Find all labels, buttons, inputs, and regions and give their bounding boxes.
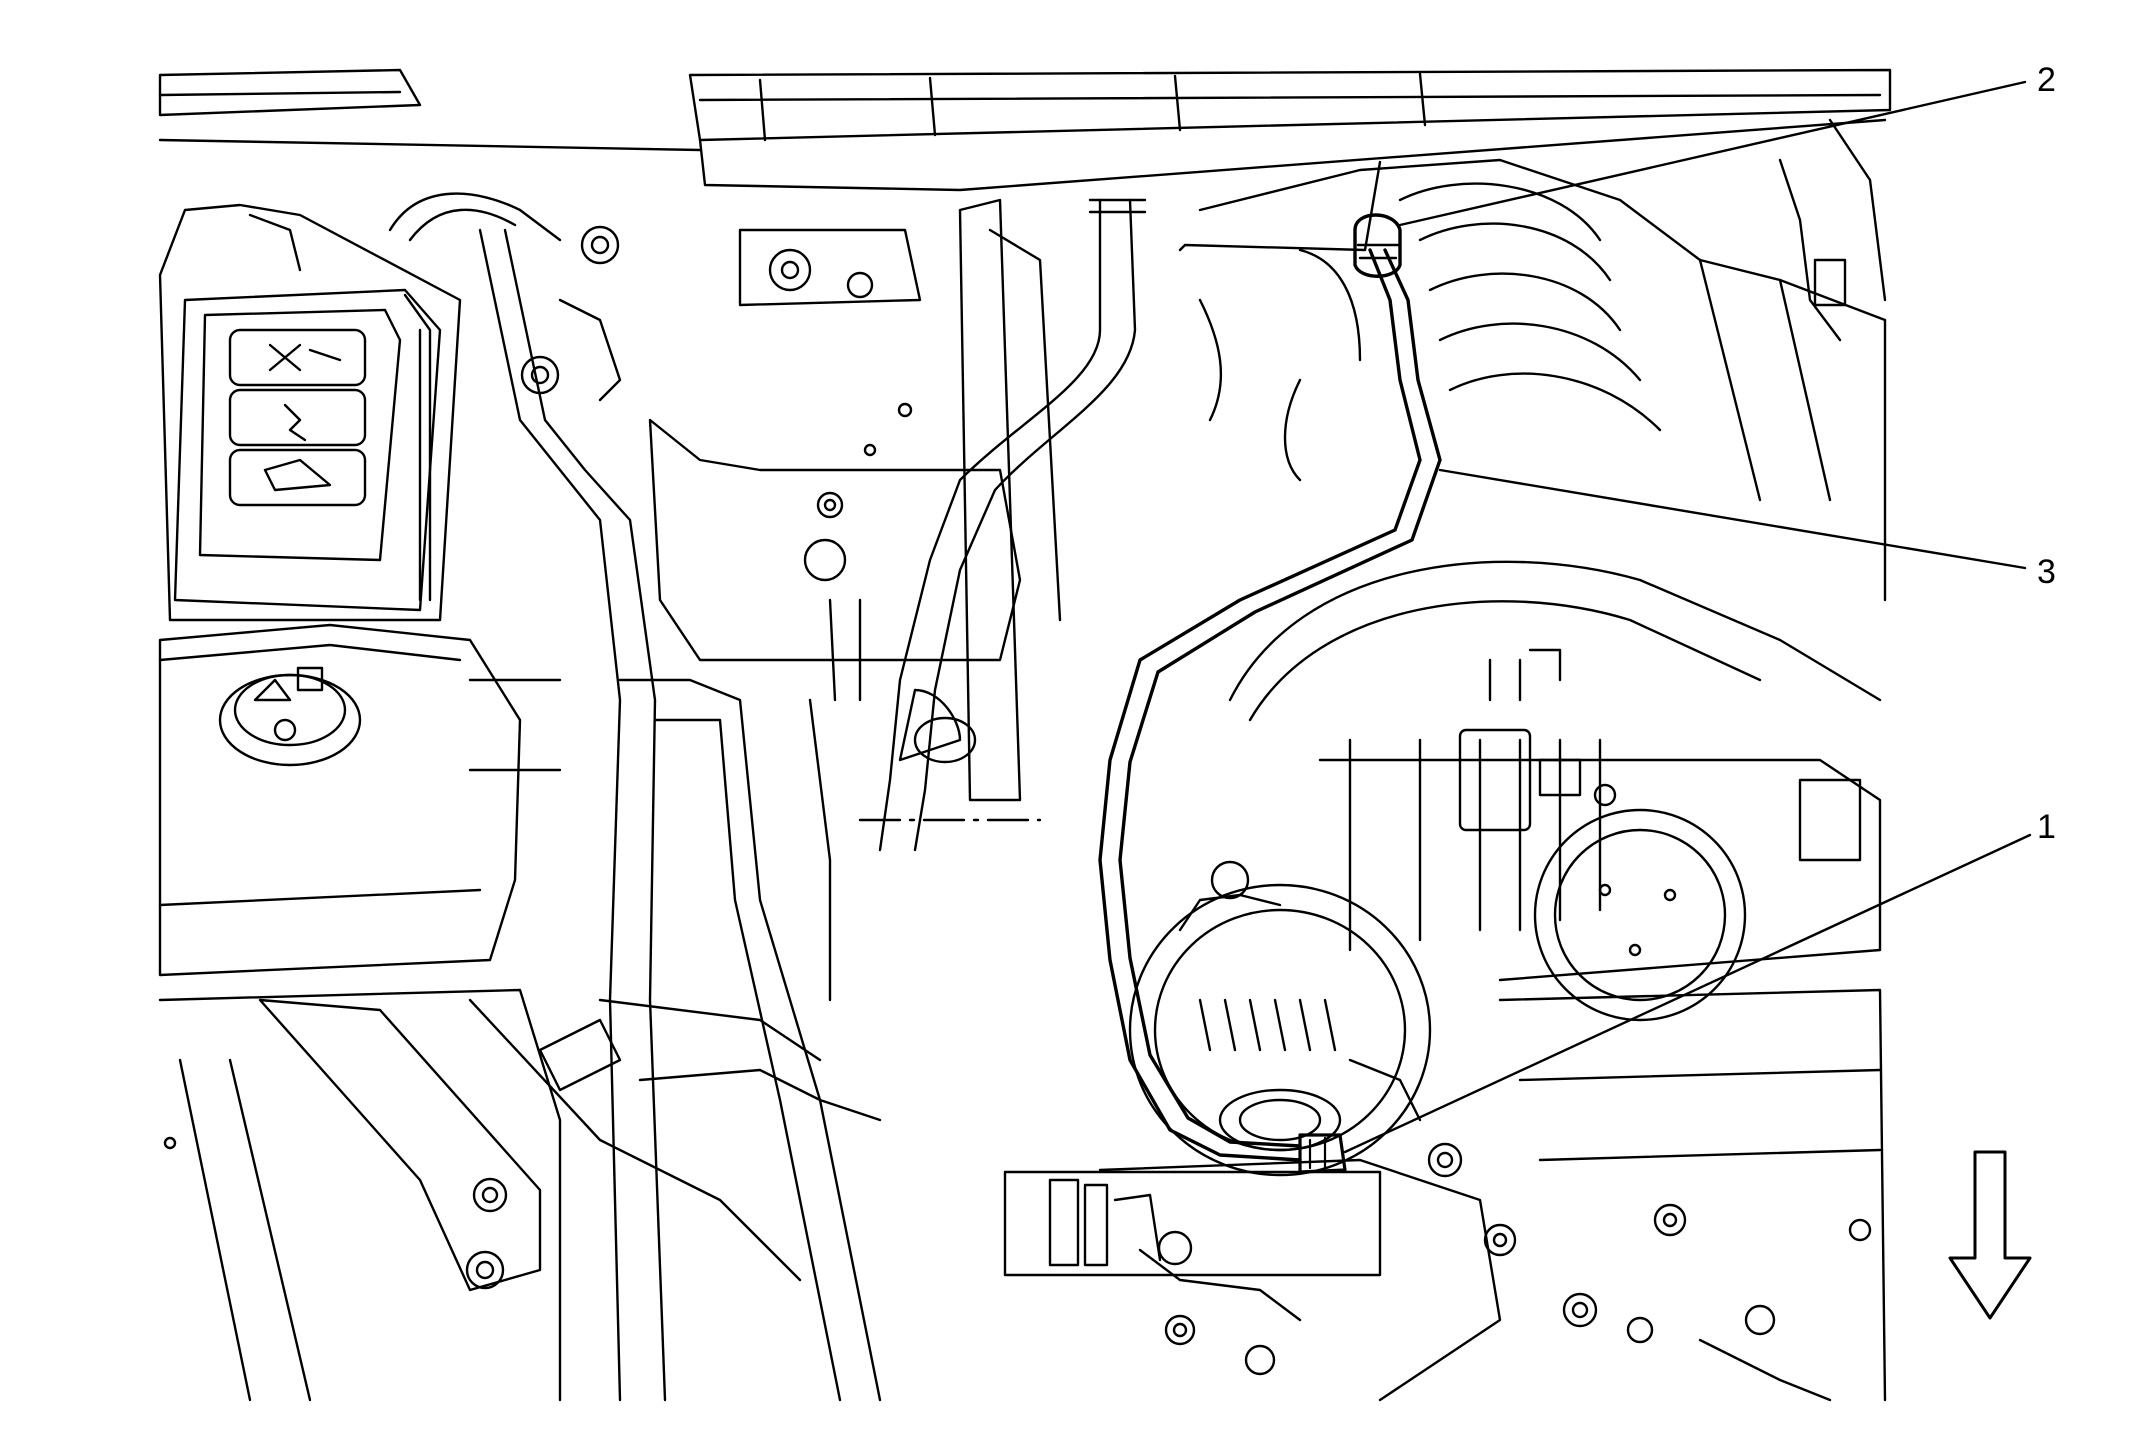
callout-label-2: 2 [2037, 61, 2056, 99]
alternator [1128, 860, 1432, 1177]
firewall-bracket [648, 198, 1062, 802]
upper-hose [803, 198, 1147, 852]
callout-label-3: 3 [2037, 553, 2056, 591]
leader-line-2 [1398, 80, 2027, 227]
callout-label-1: 1 [2037, 808, 2056, 846]
fuse-box [158, 203, 462, 622]
throttle-body [1228, 560, 1882, 1022]
inset-frame [1003, 1170, 1382, 1277]
leader-line-3 [1438, 468, 2027, 570]
engine-lower-block [1098, 988, 1887, 1402]
wiring-harness [388, 192, 882, 1402]
leader-line-1 [1343, 833, 2032, 1154]
highlighted-hose [1098, 213, 1442, 1174]
inset-detail [1048, 1178, 1193, 1267]
lower-left-bracket [163, 998, 622, 1292]
coolant-reservoir [158, 623, 562, 1402]
hood-cowl-outline [158, 68, 1892, 192]
direction-arrow-down-icon [1948, 1150, 2032, 1320]
hose-detail-frame [1178, 160, 1382, 252]
intake-manifold [1198, 118, 1887, 602]
